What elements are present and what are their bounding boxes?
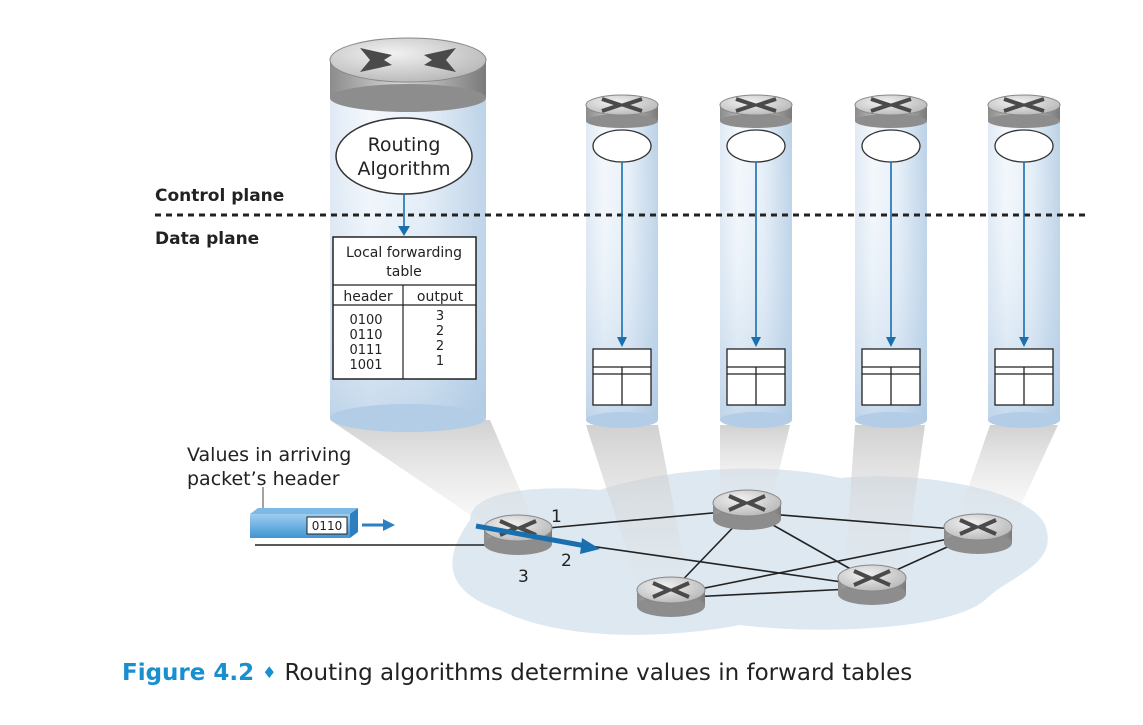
- port-label-1: 1: [551, 507, 562, 527]
- routing-node-1: [592, 129, 652, 163]
- routing-algorithm-label-2: Algorithm: [357, 158, 450, 180]
- router-icon: [712, 489, 782, 530]
- table-title-1: Local forwarding: [346, 245, 462, 261]
- table-row-header: 0110: [349, 328, 382, 343]
- routing-node-3: [861, 129, 921, 163]
- figure-caption: Figure 4.2 ♦ Routing algorithms determine …: [122, 660, 912, 686]
- table-col-header: header: [343, 289, 393, 305]
- table-row-output: 3: [436, 309, 444, 324]
- table-row-output: 2: [436, 339, 444, 354]
- table-col-output: output: [417, 289, 464, 305]
- routing-algorithm-node: [335, 117, 473, 195]
- forwarding-table-3: [861, 348, 921, 406]
- table-title-2: table: [386, 264, 421, 280]
- beam-4: [958, 425, 1058, 518]
- arriving-label-1: Values in arriving: [187, 444, 351, 466]
- caption-text: Routing algorithms determine values in f…: [284, 660, 913, 686]
- caption-separator-icon: ♦: [262, 663, 277, 682]
- forwarding-table-4: [994, 348, 1054, 406]
- router-icon: [636, 576, 706, 617]
- port-label-3: 3: [518, 567, 529, 587]
- forwarding-table-2: [726, 348, 786, 406]
- table-row-header: 0100: [349, 313, 382, 328]
- figure-number: Figure 4.2: [122, 660, 255, 686]
- table-row-output: 2: [436, 324, 444, 339]
- beam-3: [845, 425, 925, 570]
- router-icon: [943, 513, 1013, 554]
- packet: 0110: [250, 508, 358, 538]
- local-forwarding-table: Local forwarding table header output 010…: [332, 236, 477, 380]
- routing-node-2: [726, 129, 786, 163]
- table-row-header: 0111: [349, 343, 382, 358]
- beam-2: [720, 425, 790, 500]
- small-forwarding-tables: [592, 348, 1054, 406]
- table-update-arrows: [398, 162, 1029, 347]
- routing-algorithm-label-1: Routing: [368, 134, 441, 156]
- control-plane-label: Control plane: [155, 186, 284, 206]
- data-plane-label: Data plane: [155, 229, 259, 249]
- table-row-output: 1: [436, 354, 444, 369]
- beam-1: [586, 425, 690, 592]
- arriving-label-2: packet’s header: [187, 468, 340, 490]
- forwarding-table-1: [592, 348, 652, 406]
- router-icon: [837, 564, 907, 605]
- table-row-header: 1001: [349, 358, 382, 373]
- router-top-arrows-icon: [360, 48, 456, 72]
- packet-header-value: 0110: [312, 519, 343, 533]
- projection-beams: [330, 420, 1058, 592]
- routing-node-4: [994, 129, 1054, 163]
- beam-main: [330, 420, 535, 535]
- packet-arrow-icon: [362, 519, 395, 531]
- port-label-2: 2: [561, 551, 572, 571]
- forwarding-arrow: [475, 523, 600, 554]
